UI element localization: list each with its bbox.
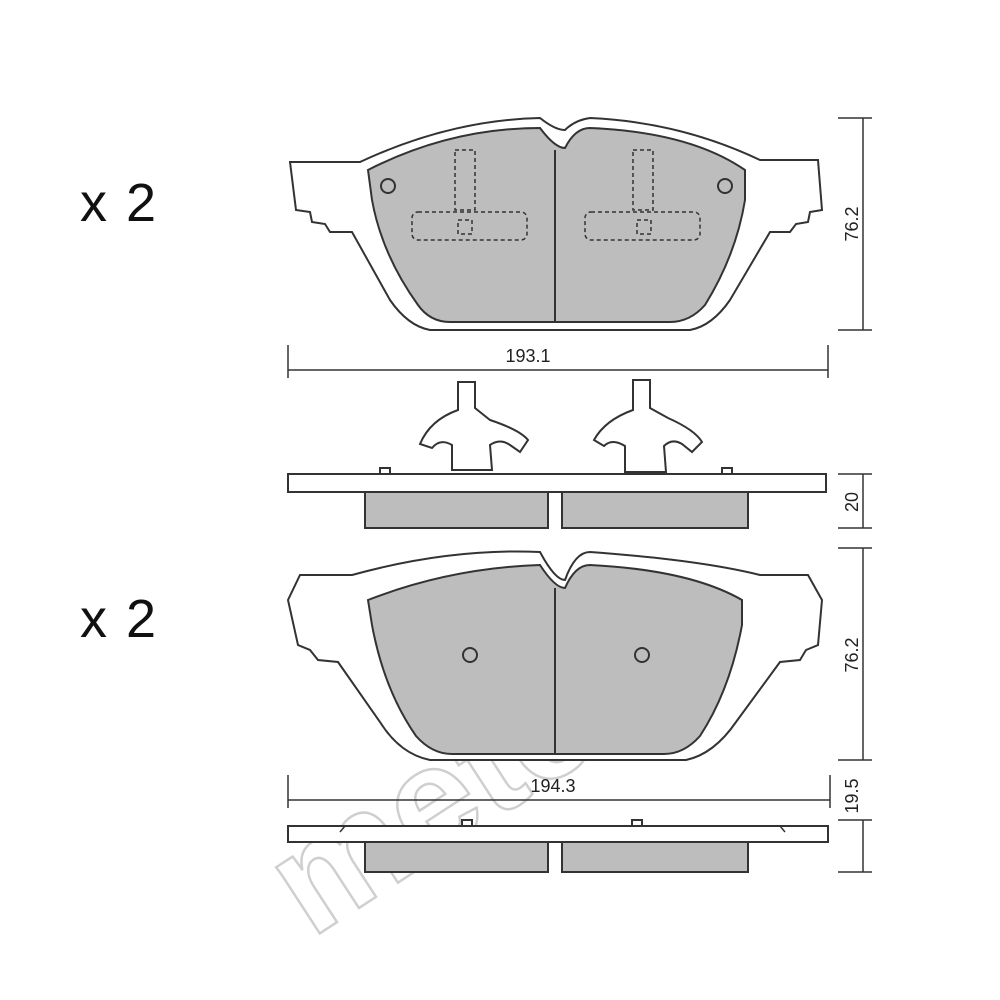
- bottom-side-view: [287, 819, 829, 873]
- bottom-hole-right: [634, 647, 650, 663]
- bottom-side-friction-right: [561, 841, 749, 873]
- bottom-width-dimension: [287, 775, 831, 808]
- side-backing-plate: [287, 473, 827, 493]
- top-height-value: 76.2: [842, 206, 862, 241]
- side-view: [287, 379, 827, 529]
- top-pad-front-view: [288, 116, 824, 331]
- bottom-width-value: 194.3: [530, 776, 575, 796]
- side-friction-left: [364, 491, 549, 529]
- top-thickness-dimension: [838, 473, 872, 529]
- bottom-side-friction-left: [364, 841, 549, 873]
- bottom-thickness-value: 19.5: [842, 778, 862, 813]
- top-hole-right: [717, 178, 733, 194]
- quantity-label-bottom: x 2: [80, 589, 159, 649]
- top-friction-material: [366, 126, 746, 323]
- top-clip-right: [584, 149, 701, 241]
- bottom-height-dimension: [838, 547, 872, 761]
- spring-clip-right: [592, 379, 704, 473]
- side-friction-right: [561, 491, 749, 529]
- top-hole-left: [380, 178, 396, 194]
- top-width-dimension: [287, 345, 829, 378]
- top-thickness-value: 20: [842, 492, 862, 512]
- bottom-thickness-dimension: [838, 819, 872, 873]
- bottom-height-value: 76.2: [842, 637, 862, 672]
- bottom-hole-left: [462, 647, 478, 663]
- bottom-pad-front-view: [286, 550, 824, 761]
- top-height-dimension: [838, 117, 872, 331]
- top-clip-left: [411, 149, 528, 241]
- quantity-label-top: x 2: [80, 173, 159, 233]
- spring-clip-left: [418, 381, 530, 471]
- bottom-side-backing-plate: [287, 825, 829, 843]
- top-width-value: 193.1: [505, 346, 550, 366]
